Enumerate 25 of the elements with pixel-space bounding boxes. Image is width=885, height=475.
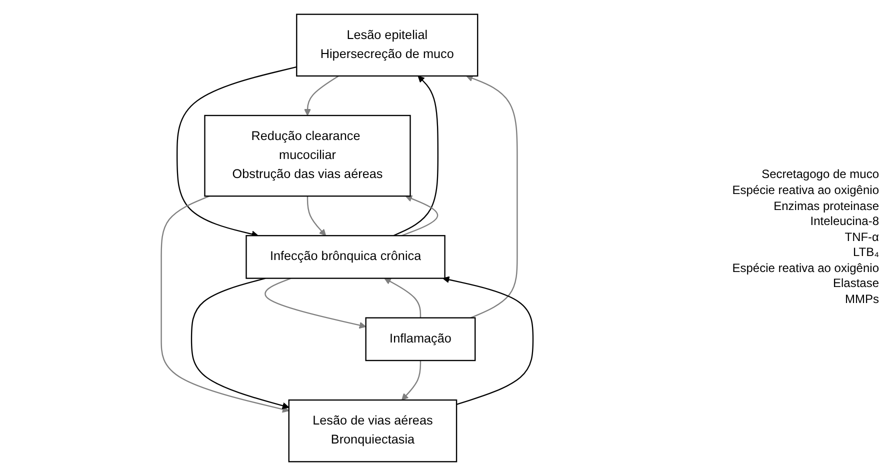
- node-box: Infecção brônquica crônica: [246, 234, 446, 278]
- arrow: [394, 75, 439, 236]
- arrow: [265, 277, 366, 328]
- note-text: Inteleucina-8: [809, 214, 879, 230]
- arrow: [402, 360, 422, 400]
- note-text: Secretagogo de muco: [760, 167, 879, 183]
- note-text: Espécie reativa ao oxigênio: [731, 260, 879, 276]
- arrow: [402, 194, 438, 236]
- arrow: [384, 278, 422, 318]
- arrow: [161, 195, 290, 412]
- note-text: MMPs: [844, 292, 879, 308]
- arrow: [304, 74, 340, 116]
- node-box: Inflamação: [366, 316, 476, 361]
- node-box: Lesão epitelial Hipersecreção de muco: [296, 13, 479, 76]
- arrow: [307, 196, 326, 236]
- arrow: [442, 276, 534, 404]
- note-text: TNF-α: [844, 230, 879, 246]
- node-box: Redução clearance mucociliar Obstrução das vias aéreas: [204, 114, 412, 196]
- note-text: Elastase: [832, 276, 879, 292]
- arrow: [191, 277, 290, 409]
- note-text: Espécie reativa ao oxigênio: [731, 182, 879, 199]
- note-text: Enzimas proteinase: [772, 198, 879, 214]
- note-text: LTB₄: [852, 245, 879, 261]
- arrow: [466, 74, 518, 318]
- node-box: Lesão de vias aéreas Bronquiectasia: [288, 398, 458, 462]
